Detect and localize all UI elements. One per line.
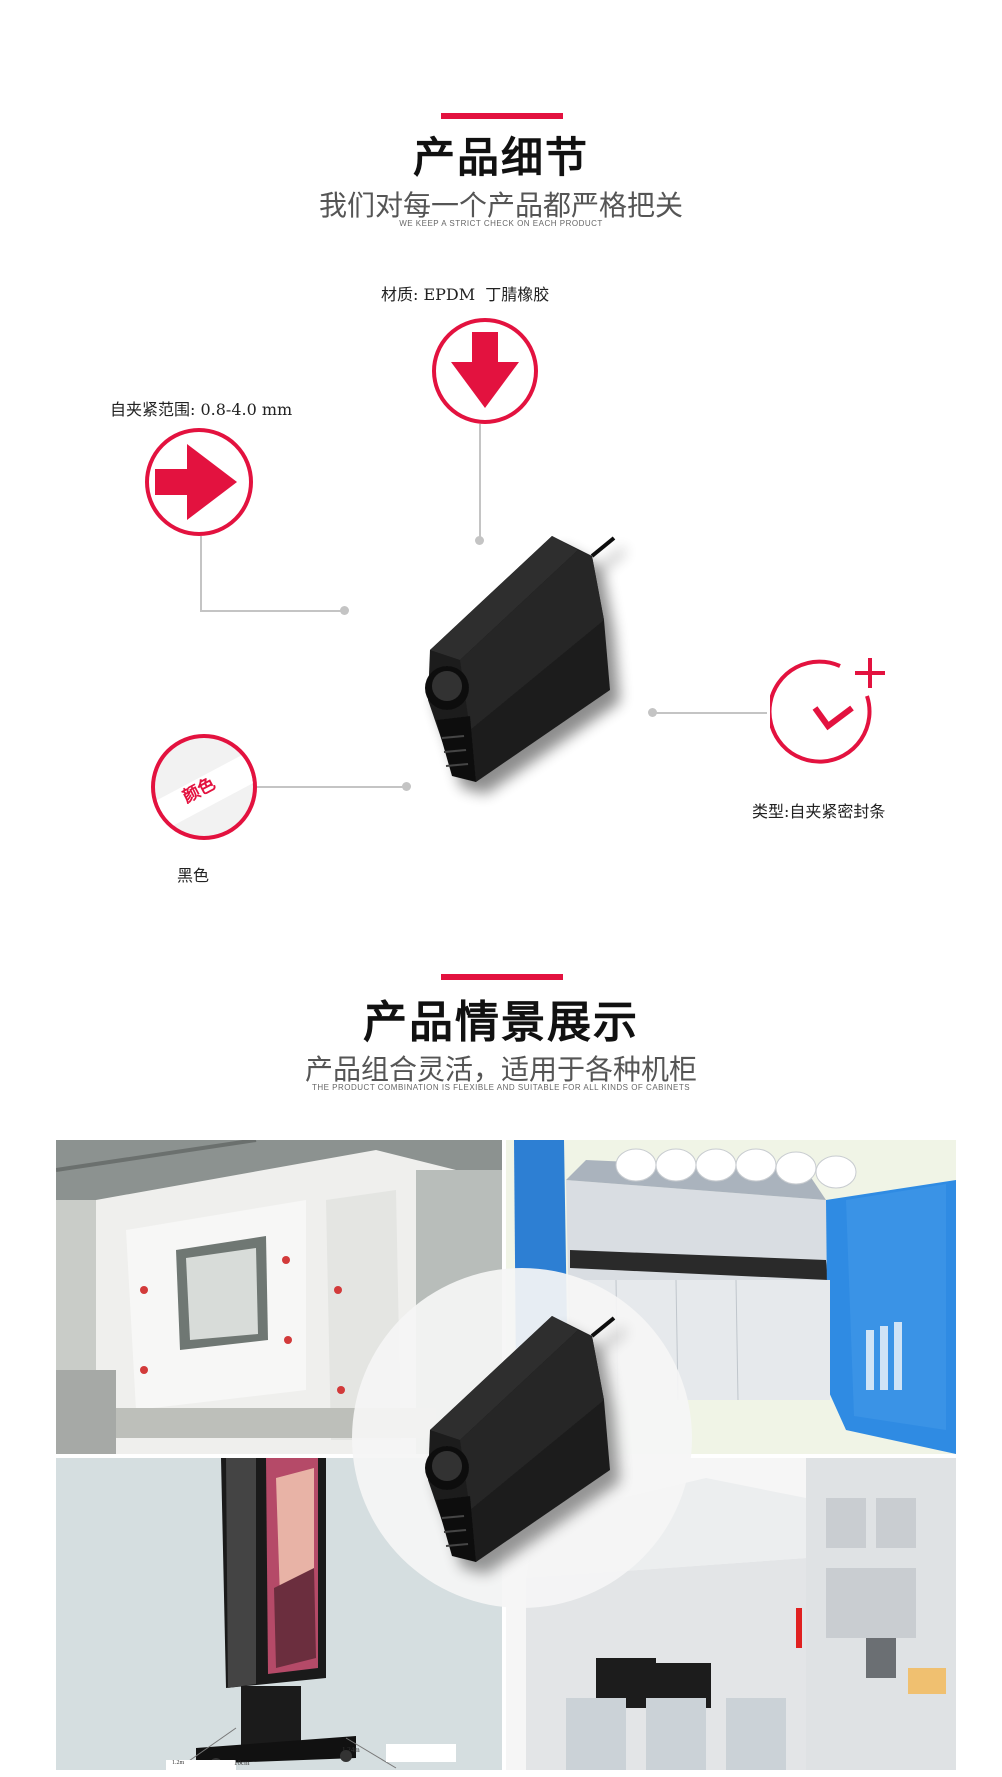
connector-dot-clamp	[340, 606, 349, 615]
connector-line-type	[655, 712, 767, 714]
connector-line-clamp-v	[200, 536, 202, 612]
connector-line-clamp-h	[200, 610, 342, 612]
kiosk-dimension-1: 1.24m	[342, 1746, 360, 1754]
clamp-range-label: 自夹紧范围: 0.8-4.0 mm	[110, 400, 293, 419]
section-subtitle-details: 我们对每一个产品都严格把关	[318, 189, 683, 222]
type-label: 类型:自夹紧密封条	[752, 802, 886, 821]
connector-dot-type	[648, 708, 657, 717]
connector-line-material	[479, 424, 481, 540]
title-accent-bar-2	[441, 974, 563, 980]
section-subtitle-scenarios: 产品组合灵活，适用于各种机柜	[304, 1053, 697, 1086]
arrow-down-icon	[432, 318, 538, 424]
connector-line-color	[257, 786, 403, 788]
kiosk-dimension-3: 1.2m	[172, 1760, 185, 1766]
section-title-scenarios: 产品情景展示	[363, 997, 639, 1048]
section-title-details: 产品细节	[412, 133, 589, 182]
product-image-seal-strip-2	[425, 1316, 616, 1562]
arrow-right-icon	[145, 428, 253, 536]
material-label: 材质: EPDM 丁腈橡胶	[381, 285, 550, 304]
section-subtitle-en-details: WE KEEP A STRICT CHECK ON EACH PRODUCT	[399, 219, 603, 228]
photo-advertising-kiosk: 1.24m 10cm 1.2m	[56, 1458, 502, 1770]
connector-dot-color	[402, 782, 411, 791]
connector-dot-material	[475, 536, 484, 545]
color-label: 黑色	[177, 866, 210, 885]
section-subtitle-en-scenarios: THE PRODUCT COMBINATION IS FLEXIBLE AND …	[311, 1083, 691, 1092]
product-image-seal-strip	[425, 536, 616, 782]
kiosk-dimension-2: 10cm	[234, 1759, 250, 1767]
color-icon: 颜色	[151, 734, 257, 840]
clock-plus-icon	[770, 658, 885, 764]
title-accent-bar-1	[441, 113, 563, 119]
